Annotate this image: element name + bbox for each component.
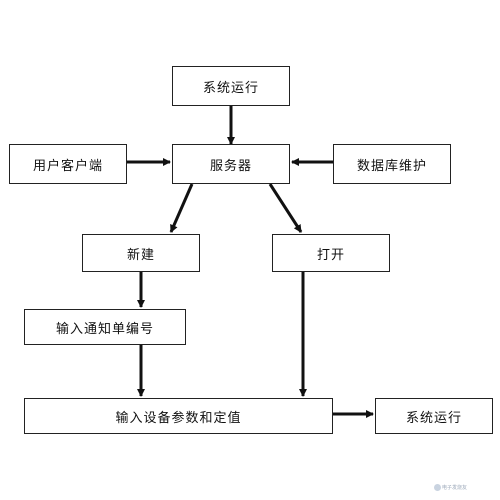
node-system-run-top: 系统运行 [172, 66, 290, 106]
watermark-text: 电子发烧友 [442, 485, 468, 491]
edge-server-to-open [268, 183, 303, 233]
node-system-run-right: 系统运行 [375, 398, 493, 434]
watermark: 电子发烧友 [434, 484, 467, 491]
node-server: 服务器 [172, 144, 290, 184]
node-db-maintenance: 数据库维护 [333, 144, 451, 184]
node-input-params: 输入设备参数和定值 [24, 398, 333, 434]
node-input-notice-no: 输入通知单编号 [24, 309, 186, 345]
node-new: 新建 [82, 234, 200, 272]
watermark-logo-icon [434, 484, 441, 491]
node-open: 打开 [272, 234, 390, 272]
edge-server-to-new [169, 183, 194, 233]
node-user-client: 用户客户端 [9, 144, 127, 184]
